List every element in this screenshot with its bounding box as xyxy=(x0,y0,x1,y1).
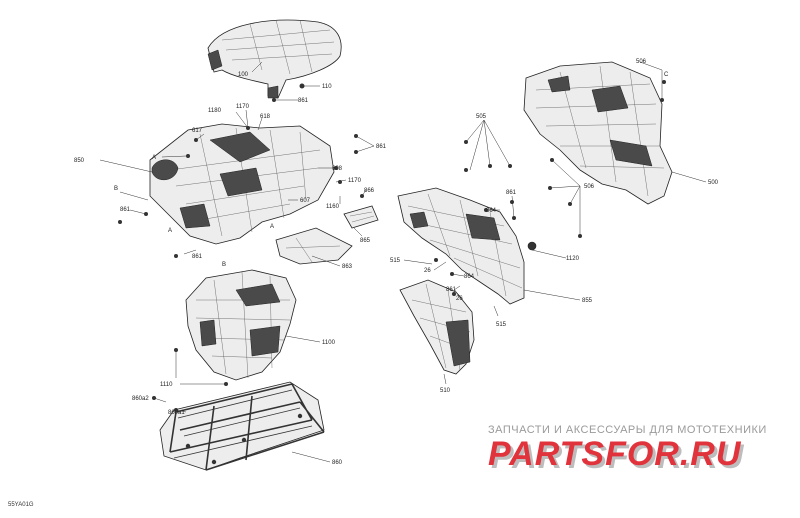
callout-861: 861 xyxy=(506,190,517,196)
callout-506: 506 xyxy=(584,184,595,190)
callout-510: 510 xyxy=(440,388,451,394)
callout-B: B xyxy=(222,262,226,268)
callout-505: 505 xyxy=(476,114,487,120)
callout-607: 607 xyxy=(300,198,311,204)
front-body-part[interactable] xyxy=(149,123,335,245)
callout-864: 864 xyxy=(486,208,497,214)
seat-part[interactable] xyxy=(207,19,342,99)
callout-855: 855 xyxy=(582,298,593,304)
callout-26: 26 xyxy=(456,296,463,302)
callout-500: 500 xyxy=(708,180,719,186)
callout-617: 617 xyxy=(192,128,203,134)
callout-864: 864 xyxy=(464,274,475,280)
storage-box-1100-part[interactable] xyxy=(185,269,297,381)
callout-515: 515 xyxy=(496,322,507,328)
callout-1100: 1100 xyxy=(322,340,336,346)
callout-506: 506 xyxy=(636,59,647,65)
callout-1170: 1170 xyxy=(236,104,250,110)
callout-B: B xyxy=(114,186,118,192)
callout-1180: 1180 xyxy=(208,108,222,114)
rear-fender-part[interactable] xyxy=(523,61,673,205)
watermark-tagline: ЗАПЧАСТИ И АКСЕССУАРЫ ДЛЯ МОТОТЕХНИКИ xyxy=(488,424,767,436)
callout-26: 26 xyxy=(424,268,431,274)
frame-860-part[interactable] xyxy=(159,381,325,471)
callout-515: 515 xyxy=(390,258,401,264)
leader-lines xyxy=(99,61,707,463)
watermark-logo-shadow: PARTSFOR.RU xyxy=(491,438,745,474)
callout-100: 100 xyxy=(238,72,249,78)
callout-1160: 1160 xyxy=(326,204,340,210)
fender-510-part[interactable] xyxy=(399,279,475,375)
side-panel-855-part[interactable] xyxy=(397,187,525,305)
callout-A: A xyxy=(270,224,274,230)
callout-110: 110 xyxy=(322,84,332,90)
callout-863: 863 xyxy=(342,264,353,270)
callout-1110: 1110 xyxy=(160,382,173,388)
panel-863-part[interactable] xyxy=(275,227,353,265)
callout-608: 608 xyxy=(332,166,343,172)
watermark-logo: PARTSFOR.RU PARTSFOR.RU xyxy=(488,435,745,474)
callout-618: 618 xyxy=(260,114,271,120)
callout-861: 861 xyxy=(446,287,457,293)
callout-861: 861 xyxy=(298,98,309,104)
callout-861: 861 xyxy=(376,144,387,150)
callout-1120: 1120 xyxy=(566,256,580,262)
callout-C: C xyxy=(664,72,669,78)
callout-866: 866 xyxy=(364,188,375,194)
watermark-logo-text: PARTSFOR.RU xyxy=(488,435,742,473)
callout-labels: 100 110 861 1180 1170 617 618 850 A 861 … xyxy=(74,59,719,466)
callout-861: 861 xyxy=(192,254,203,260)
callout-850: 850 xyxy=(74,158,85,164)
callout-A: A xyxy=(152,155,156,161)
callout-1170: 1170 xyxy=(348,178,362,184)
callout-860a2: 860a2 xyxy=(132,396,149,402)
callout-860: 860 xyxy=(332,460,343,466)
callout-861: 861 xyxy=(120,207,131,213)
callout-865: 865 xyxy=(360,238,371,244)
callout-A: A xyxy=(168,228,172,234)
callout-860a1: 860a1 xyxy=(168,410,185,416)
bracket-865-part[interactable] xyxy=(343,205,379,229)
diagram-code: 55YA01G xyxy=(8,502,34,508)
